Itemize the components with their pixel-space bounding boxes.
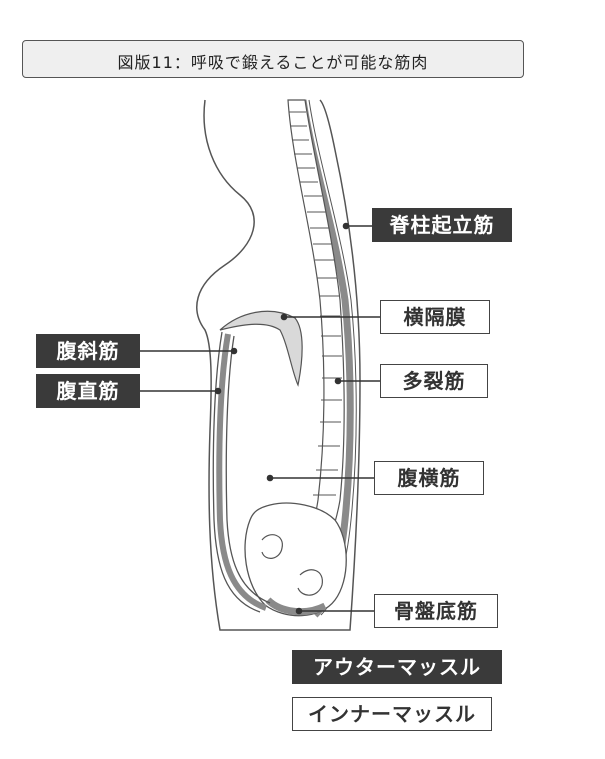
label-multifidus: 多裂筋 — [380, 364, 488, 398]
pelvic-floor-muscle — [265, 597, 327, 616]
figure-title-box: 図版11：呼吸で鍛えることが可能な筋肉 — [22, 40, 524, 78]
diaphragm-muscle — [219, 310, 303, 387]
label-obliques: 腹斜筋 — [36, 334, 140, 368]
label-transversus-abdominis: 腹横筋 — [374, 461, 484, 495]
legend-outer-muscle: アウターマッスル — [292, 650, 502, 684]
legend-inner-muscle: インナーマッスル — [292, 697, 492, 731]
label-pelvic-floor: 骨盤底筋 — [374, 594, 498, 628]
label-rectus-abdominis: 腹直筋 — [36, 374, 140, 408]
figure-title: 図版11：呼吸で鍛えることが可能な筋肉 — [117, 53, 429, 72]
label-erector-spinae: 脊柱起立筋 — [372, 208, 512, 242]
pelvis — [244, 502, 347, 617]
abdominal-wall-outer — [212, 331, 261, 613]
rectus-abdominis-muscle — [216, 333, 268, 611]
label-diaphragm: 横隔膜 — [380, 300, 490, 334]
abdominal-wall-inner — [225, 335, 271, 604]
